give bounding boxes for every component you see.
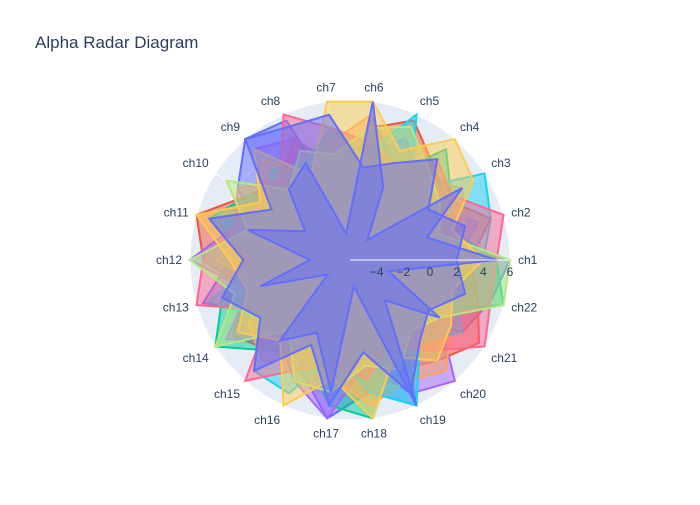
category-label: ch13	[163, 300, 189, 314]
radial-tick-label: 2	[453, 265, 460, 279]
radial-tick-label: 6	[507, 265, 514, 279]
category-label: ch3	[491, 156, 511, 170]
category-label: ch2	[511, 206, 531, 220]
chart-title: Alpha Radar Diagram	[35, 33, 199, 52]
radial-tick-label: 0	[427, 265, 434, 279]
category-label: ch9	[221, 120, 241, 134]
category-label: ch8	[261, 94, 281, 108]
category-label: ch4	[460, 120, 480, 134]
radial-tick-label: −4	[370, 265, 384, 279]
category-label: ch1	[518, 253, 538, 267]
category-label: ch7	[316, 81, 336, 95]
category-label: ch15	[214, 387, 240, 401]
category-label: ch10	[183, 156, 209, 170]
category-label: ch18	[361, 426, 387, 440]
category-label: ch22	[511, 300, 537, 314]
series-polygon	[247, 101, 498, 406]
category-label: ch14	[183, 351, 209, 365]
radial-tick-label: −2	[396, 265, 410, 279]
category-label: ch11	[164, 206, 189, 220]
category-label: ch5	[420, 94, 440, 108]
category-label: ch20	[460, 387, 486, 401]
category-label: ch17	[313, 426, 339, 440]
category-label: ch16	[254, 413, 280, 427]
category-label: ch21	[491, 351, 517, 365]
category-label: ch12	[156, 253, 182, 267]
category-label: ch19	[420, 413, 446, 427]
radial-tick-label: 4	[480, 265, 487, 279]
category-label: ch6	[364, 81, 384, 95]
